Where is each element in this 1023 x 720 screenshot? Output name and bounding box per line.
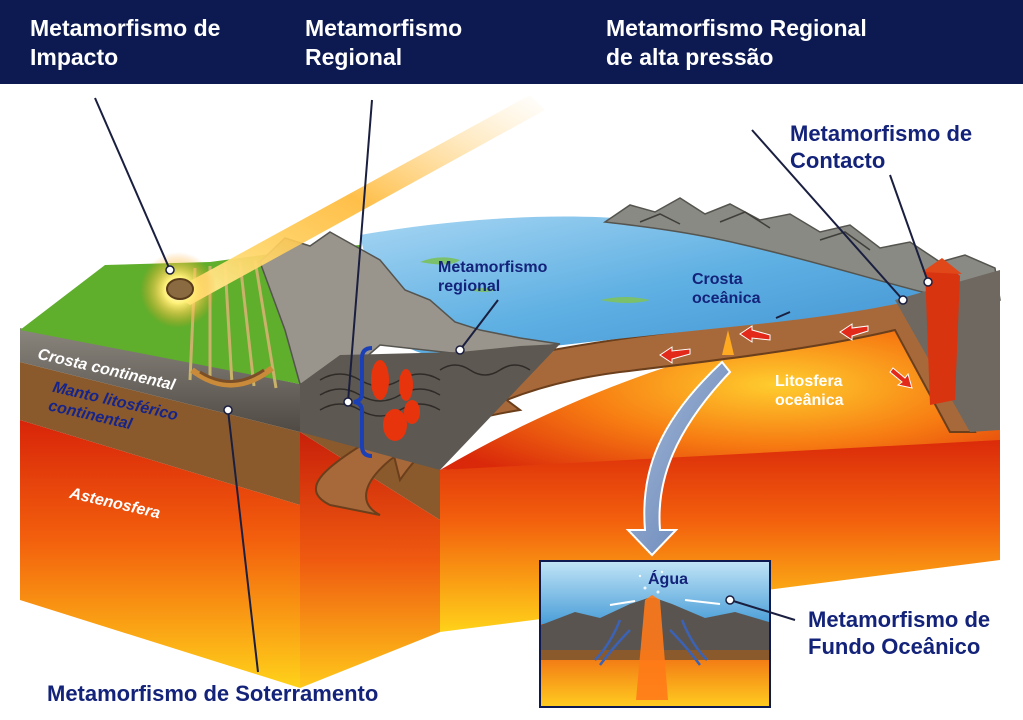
mantle-band-front <box>20 362 300 505</box>
oceanic-mantle-top <box>440 300 1000 470</box>
ridge-vent <box>722 330 734 355</box>
contact-plume <box>925 262 960 405</box>
inset-seafloor <box>539 560 771 708</box>
label-oceanic-lithosphere: Litosfera oceânica <box>775 373 844 409</box>
label-impact: Metamorfismo de Impacto <box>30 15 221 70</box>
subducting-slab <box>315 393 523 516</box>
header-band <box>0 0 1023 84</box>
label-seafloor: Metamorfismo de Fundo Oceânico <box>808 607 991 659</box>
leader-lines <box>94 97 929 673</box>
label-water: Água <box>648 571 688 588</box>
label-contact: Metamorfismo de Contacto <box>790 121 973 173</box>
label-regional-inner: Metamorfismo regional <box>438 259 548 295</box>
asthenosphere-front-left <box>20 420 300 688</box>
meteor-trail <box>170 95 545 305</box>
label-oceanic-crust: Crosta oceânica <box>692 271 761 307</box>
impact-crater <box>190 365 274 388</box>
label-burial: Metamorfismo de Soterramento <box>47 681 379 706</box>
leader-dots <box>165 265 933 605</box>
meteorite <box>166 278 194 300</box>
label-high-pressure: Metamorfismo Regional de alta pressão <box>606 15 867 70</box>
magma-pockets <box>371 360 420 441</box>
folded-crust <box>300 344 560 470</box>
regional-brace <box>353 346 373 458</box>
islands <box>420 257 650 303</box>
oceanic-plate <box>378 288 977 483</box>
right-mountains <box>602 197 1001 301</box>
zoom-arrow <box>625 360 732 557</box>
label-regional: Metamorfismo Regional <box>305 15 463 70</box>
plate-arrows <box>659 323 913 389</box>
